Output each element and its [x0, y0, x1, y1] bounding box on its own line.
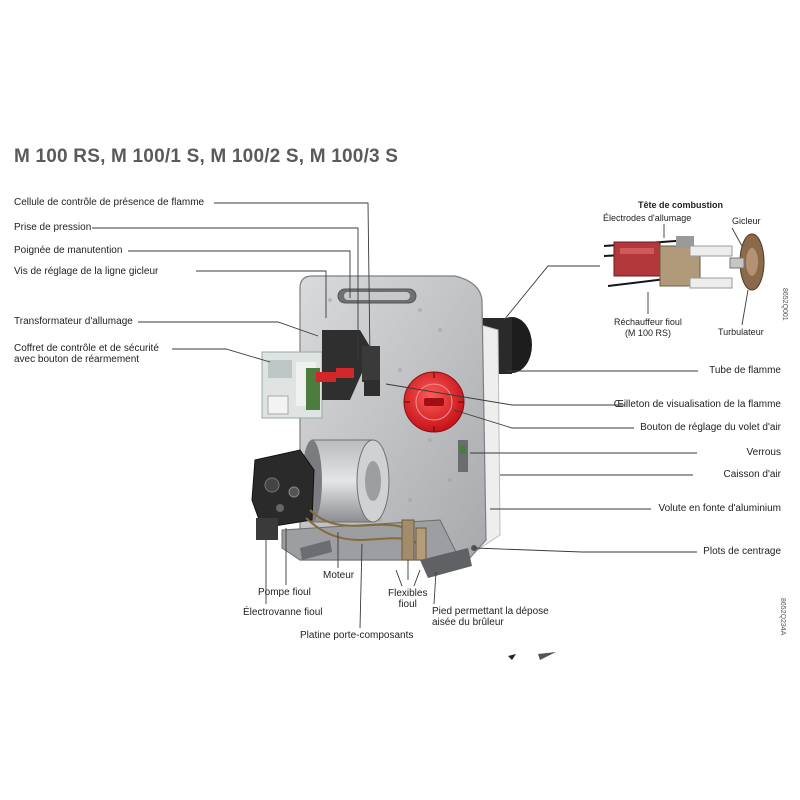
- combustion-head-inset: [600, 226, 776, 322]
- ignition-transformer: [322, 330, 372, 400]
- label-ignition-transformer: Transformateur d'allumage: [14, 316, 133, 327]
- locks: [458, 440, 468, 472]
- air-knob: [403, 371, 465, 433]
- label-fuel-pump: Pompe fioul: [258, 587, 311, 598]
- label-heater: Réchauffeur fioul (M 100 RS): [614, 317, 682, 339]
- label-motor: Moteur: [323, 570, 355, 581]
- label-control-box-line2: avec bouton de réarmement: [14, 354, 140, 365]
- label-support-foot-line2: aisée du brûleur: [432, 617, 504, 628]
- label-locks: Verrous: [746, 447, 781, 458]
- label-nozzle: Gicleur: [732, 216, 761, 226]
- label-flame-tube: Tube de flamme: [709, 365, 781, 376]
- label-control-box: Coffret de contrôle et de sécurité avec …: [14, 343, 159, 365]
- label-volute: Volute en fonte d'aluminium: [658, 503, 781, 514]
- label-air-box: Caisson d'air: [723, 469, 782, 480]
- label-sight-glass: Œilleton de visualisation de la flamme: [613, 399, 781, 410]
- flame-cell: [362, 346, 380, 382]
- label-control-box-line1: Coffret de contrôle et de sécurité: [14, 343, 159, 354]
- label-centering-plots: Plots de centrage: [703, 546, 781, 557]
- inset-title: Tête de combustion: [638, 200, 724, 210]
- fuel-pump: [251, 449, 315, 529]
- label-nozzle-screw: Vis de réglage de la ligne gicleur: [14, 266, 159, 277]
- label-heater-line2: (M 100 RS): [624, 328, 671, 338]
- label-fuel-hoses-line1: Flexibles: [388, 588, 428, 599]
- support-foot: [420, 548, 472, 578]
- solenoid-valve: [256, 518, 278, 540]
- label-handle: Poignée de manutention: [14, 245, 123, 256]
- label-air-knob: Bouton de réglage du volet d'air: [640, 422, 781, 433]
- label-pressure-port: Prise de pression: [14, 222, 92, 233]
- label-support-foot: Pied permettant la dépose aisée du brûle…: [432, 606, 549, 628]
- pressure-port: [316, 372, 336, 382]
- figure-code: 8652Q234A: [779, 598, 786, 636]
- label-heater-line1: Réchauffeur fioul: [614, 317, 682, 327]
- page-title: M 100 RS, M 100/1 S, M 100/2 S, M 100/3 …: [14, 146, 399, 167]
- label-flame-cell: Cellule de contrôle de présence de flamm…: [14, 197, 205, 208]
- label-solenoid-valve: Électrovanne fioul: [243, 607, 323, 618]
- label-turbulator: Turbulateur: [718, 327, 764, 337]
- leader-lines: [92, 202, 749, 629]
- label-component-plate: Platine porte-composants: [300, 630, 414, 641]
- label-fuel-hoses: Flexibles fioul: [388, 588, 427, 610]
- label-support-foot-line1: Pied permettant la dépose: [432, 606, 549, 617]
- motor: [302, 439, 390, 523]
- label-fuel-hoses-line2: fioul: [398, 599, 417, 610]
- label-electrodes: Électrodes d'allumage: [603, 213, 692, 223]
- inset-code: 8652Q001: [781, 288, 788, 321]
